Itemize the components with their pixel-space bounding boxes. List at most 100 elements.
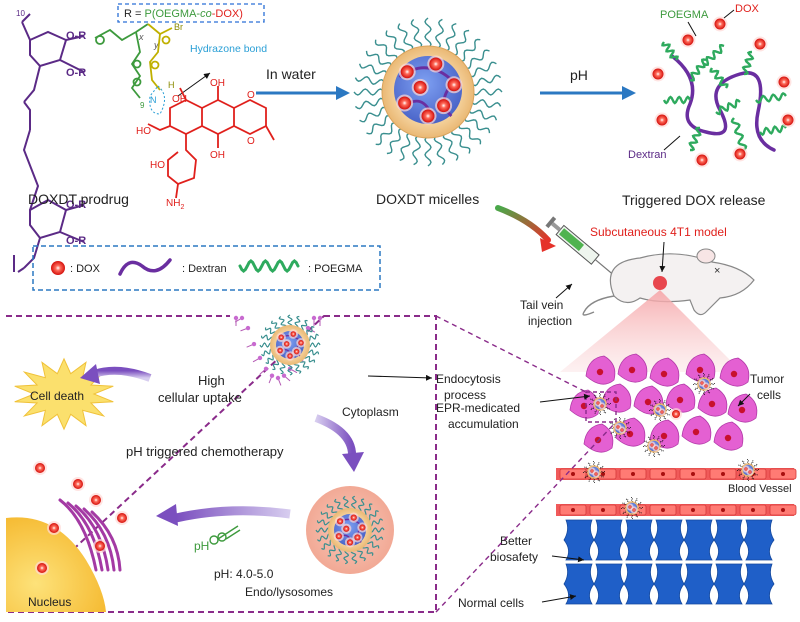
corona-chain (662, 415, 667, 420)
dox-particle (628, 505, 632, 509)
corona-chain (354, 76, 386, 85)
release-poegma (688, 126, 702, 152)
release-label: Triggered DOX release (622, 192, 766, 208)
corona-chain (750, 475, 755, 480)
blood-vessel-label: Blood Vessel (728, 483, 792, 495)
syringe-arrowhead (540, 238, 556, 252)
poegma-callout-line (687, 21, 697, 37)
tumor-cell-nucleus (692, 428, 700, 436)
dox-particle (336, 518, 344, 525)
dox-particle (298, 340, 304, 346)
corona-chain (316, 533, 332, 542)
tumor-cell-nucleus (724, 434, 732, 442)
micelle-core-detail (396, 55, 463, 125)
corona-chain (375, 122, 397, 146)
dox-particle (437, 99, 451, 113)
corona-chain (327, 544, 337, 557)
cell-panel: Cell death High cellular uptake Cytoplas… (3, 314, 617, 613)
corona-chain (707, 374, 710, 379)
corona-chain (287, 314, 293, 328)
epr-label-2: accumulation (448, 417, 519, 431)
lipid-head (269, 373, 275, 378)
corona-chain (363, 503, 373, 516)
normal-cells-label: Normal cells (458, 596, 524, 610)
injection-scene: × Subcutaneous 4T1 model Tail vein injec… (495, 205, 755, 372)
corona-chain (625, 498, 630, 503)
corona-chain (459, 38, 481, 62)
dox-particle (650, 443, 654, 447)
corona-chain (606, 403, 611, 405)
corona-chain (279, 361, 286, 375)
release-poegma (661, 41, 679, 61)
dox-oh-3: OH (210, 150, 225, 161)
corona-chain (634, 513, 639, 518)
dox-particle (346, 539, 354, 546)
dox-particle (656, 114, 668, 126)
legend-poegma-label: : POEGMA (308, 263, 363, 275)
scissor-ph-label: pH (194, 539, 209, 553)
tumor-micelles (583, 373, 759, 519)
normal-cell (593, 563, 625, 605)
death-arrow (92, 366, 152, 382)
corona-chain (444, 22, 457, 53)
cell-death-label: Cell death (30, 389, 84, 403)
dox-particle (95, 541, 105, 551)
tumor-cell-nucleus (730, 370, 738, 378)
dox-particle (398, 96, 412, 110)
dox-particle (290, 331, 297, 337)
corona-chain (410, 18, 423, 50)
legend-dox-label: : DOX (70, 263, 101, 275)
doxdt-micelle: DOXDT micelles (353, 17, 503, 207)
dox-particle (278, 334, 284, 341)
corona-chain (747, 459, 749, 464)
corona-chain (343, 549, 350, 565)
corona-chain (583, 471, 588, 473)
endothelial-nucleus (571, 472, 575, 476)
corona-chain (709, 387, 714, 390)
tumor-focus-beam (560, 290, 742, 372)
normal-cell (653, 563, 685, 605)
dox-particle (660, 410, 664, 414)
chemo-arrow (314, 414, 357, 459)
dox-o-1: O (247, 90, 255, 101)
tumor-tissue: Tumor cells Blood Vessel EPR-medicated a… (436, 353, 797, 610)
lipid-head (317, 315, 323, 321)
cytoplasm-label: Cytoplasm (342, 405, 399, 419)
endothelial-nucleus (781, 508, 785, 512)
corona-chain (637, 501, 642, 506)
corona-chain (588, 477, 591, 482)
corona-chain (435, 18, 444, 50)
corona-chain (637, 511, 642, 514)
ph-range-label: pH: 4.0-5.0 (214, 567, 274, 581)
in-water-label: In water (266, 66, 316, 82)
corona-chain (603, 394, 606, 399)
corona-chain (653, 400, 658, 405)
endocytosis-label-1: Endocytosis (436, 372, 501, 386)
corona-chain (265, 354, 276, 365)
dox-particle (744, 467, 748, 471)
release-poegma (730, 117, 748, 151)
normal-cell (713, 519, 745, 561)
corona-chain (738, 464, 743, 467)
corona-chain (643, 445, 648, 447)
o-r-group-2: O-R (66, 67, 86, 79)
corona-chain (315, 527, 331, 533)
lipid-head (305, 325, 311, 331)
dextran-callout: Dextran (628, 149, 667, 161)
corona-chain (753, 473, 758, 476)
biosafety-label-2: biosafety (490, 550, 538, 564)
biosafety-label-1: Better (500, 534, 532, 548)
legend-poegma-swatch (238, 259, 300, 273)
corona-chain (399, 131, 412, 162)
corona-chain (648, 451, 651, 456)
corona-chain (653, 452, 655, 457)
micelle-corona (353, 17, 503, 167)
legend-dextran-label: : Dextran (182, 263, 227, 275)
endolysosome (306, 486, 394, 574)
dox-particle (354, 534, 361, 541)
hydrazone-highlight (149, 85, 165, 115)
corona-chain (433, 134, 446, 166)
corona-chain (587, 462, 592, 467)
corona-chain (468, 61, 497, 78)
normal-cell (743, 563, 775, 605)
